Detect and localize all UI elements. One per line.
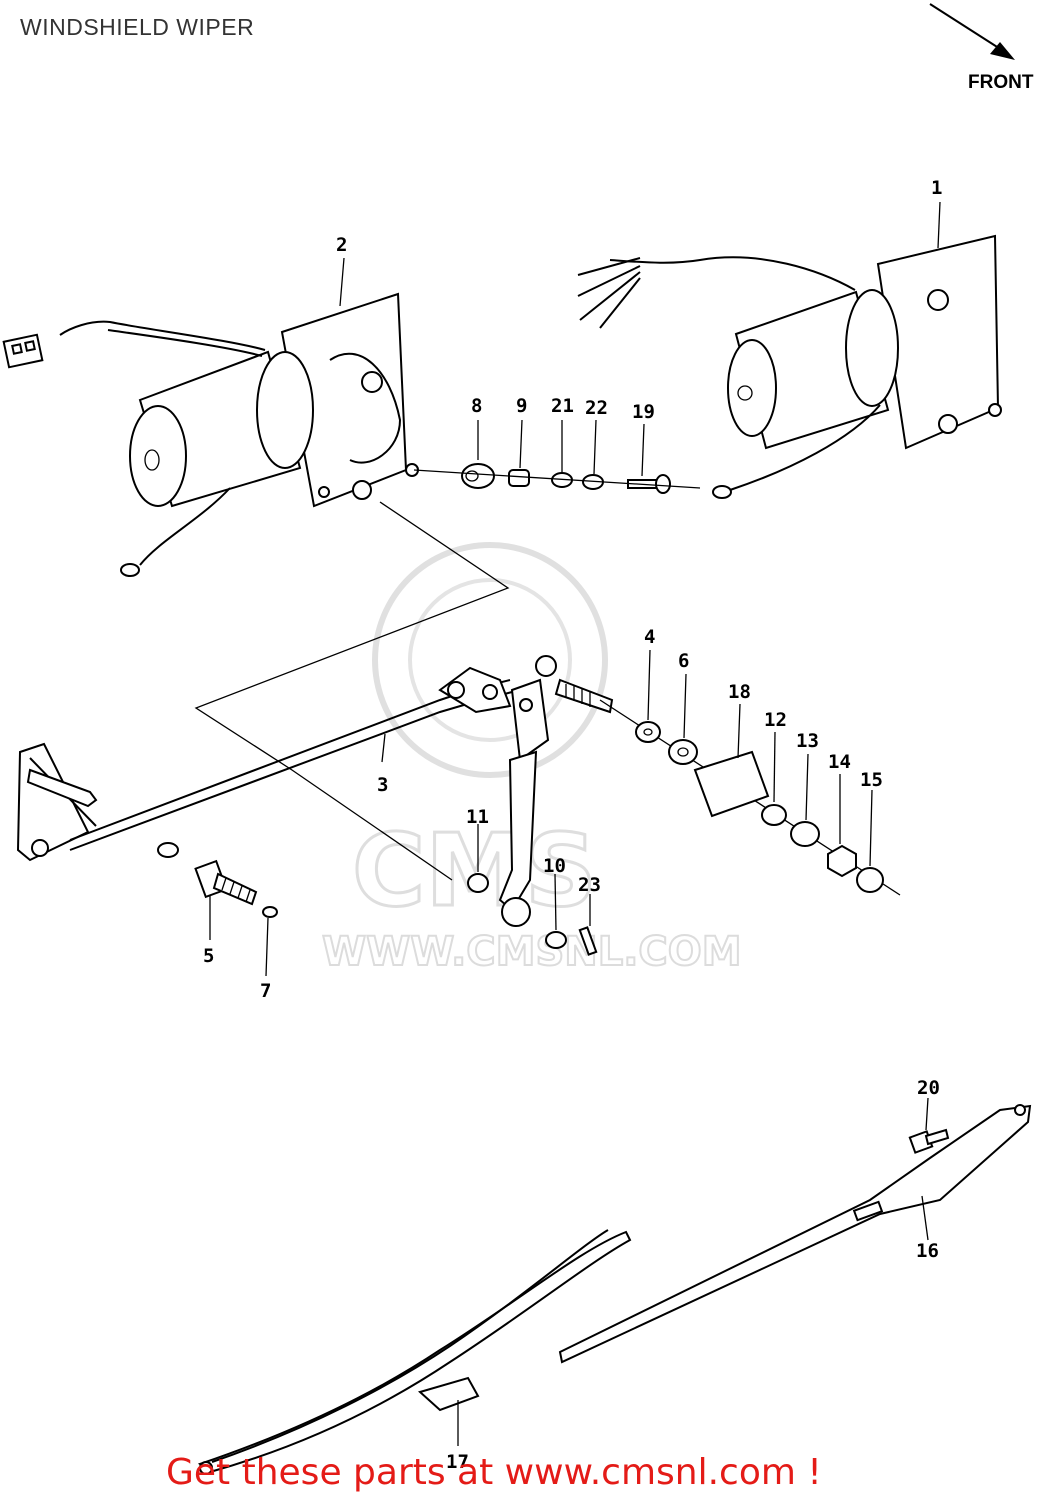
callout-22: 22 <box>585 397 608 419</box>
callout-12: 12 <box>764 709 787 731</box>
callout-14: 14 <box>828 751 851 773</box>
callout-18: 18 <box>728 681 751 703</box>
front-direction-label: FRONT <box>968 72 1034 93</box>
wiper-linkage-rod <box>16 655 614 927</box>
callout-15: 15 <box>860 769 883 791</box>
watermark-logo-text: CMS <box>352 812 597 929</box>
callout-19: 19 <box>632 401 655 423</box>
callout-1: 1 <box>931 177 942 199</box>
wiper-motor-left <box>2 292 419 577</box>
pivot-fastener-stack <box>599 699 901 896</box>
callout-13: 13 <box>796 730 819 752</box>
watermark: CMS WWW.CMSNL.COM <box>321 542 743 976</box>
callout-16: 16 <box>916 1240 939 1262</box>
pivot-bolt <box>157 842 278 918</box>
motor-fastener-set <box>413 463 701 494</box>
connection-guide-lines <box>194 501 510 881</box>
diagram-title: WINDSHIELD WIPER <box>20 14 255 40</box>
callout-7: 7 <box>260 980 271 1002</box>
callout-8: 8 <box>471 395 482 417</box>
callout-leaders <box>209 201 941 1446</box>
callout-17: 17 <box>446 1451 469 1473</box>
callout-numbers: 1 2 3 4 5 6 7 8 9 10 11 12 13 14 15 16 1… <box>203 177 942 1473</box>
callout-5: 5 <box>203 945 214 967</box>
callout-20: 20 <box>917 1077 940 1099</box>
wiper-arm <box>558 1104 1032 1364</box>
callout-3: 3 <box>377 774 388 796</box>
callout-21: 21 <box>551 395 574 417</box>
callout-4: 4 <box>644 626 655 648</box>
wiper-blade <box>197 1229 632 1475</box>
callout-9: 9 <box>516 395 527 417</box>
callout-6: 6 <box>678 650 689 672</box>
watermark-url: WWW.CMSNL.COM <box>322 929 742 975</box>
promo-link-text[interactable]: Get these parts at www.cmsnl.com ! <box>166 1452 822 1493</box>
linkage-small-parts <box>467 873 598 956</box>
wiper-motor-right <box>577 234 1002 499</box>
callout-2: 2 <box>336 234 347 256</box>
front-arrow-icon <box>929 3 1015 60</box>
callout-11: 11 <box>466 806 489 828</box>
callout-10: 10 <box>543 855 566 877</box>
callout-23: 23 <box>578 874 601 896</box>
